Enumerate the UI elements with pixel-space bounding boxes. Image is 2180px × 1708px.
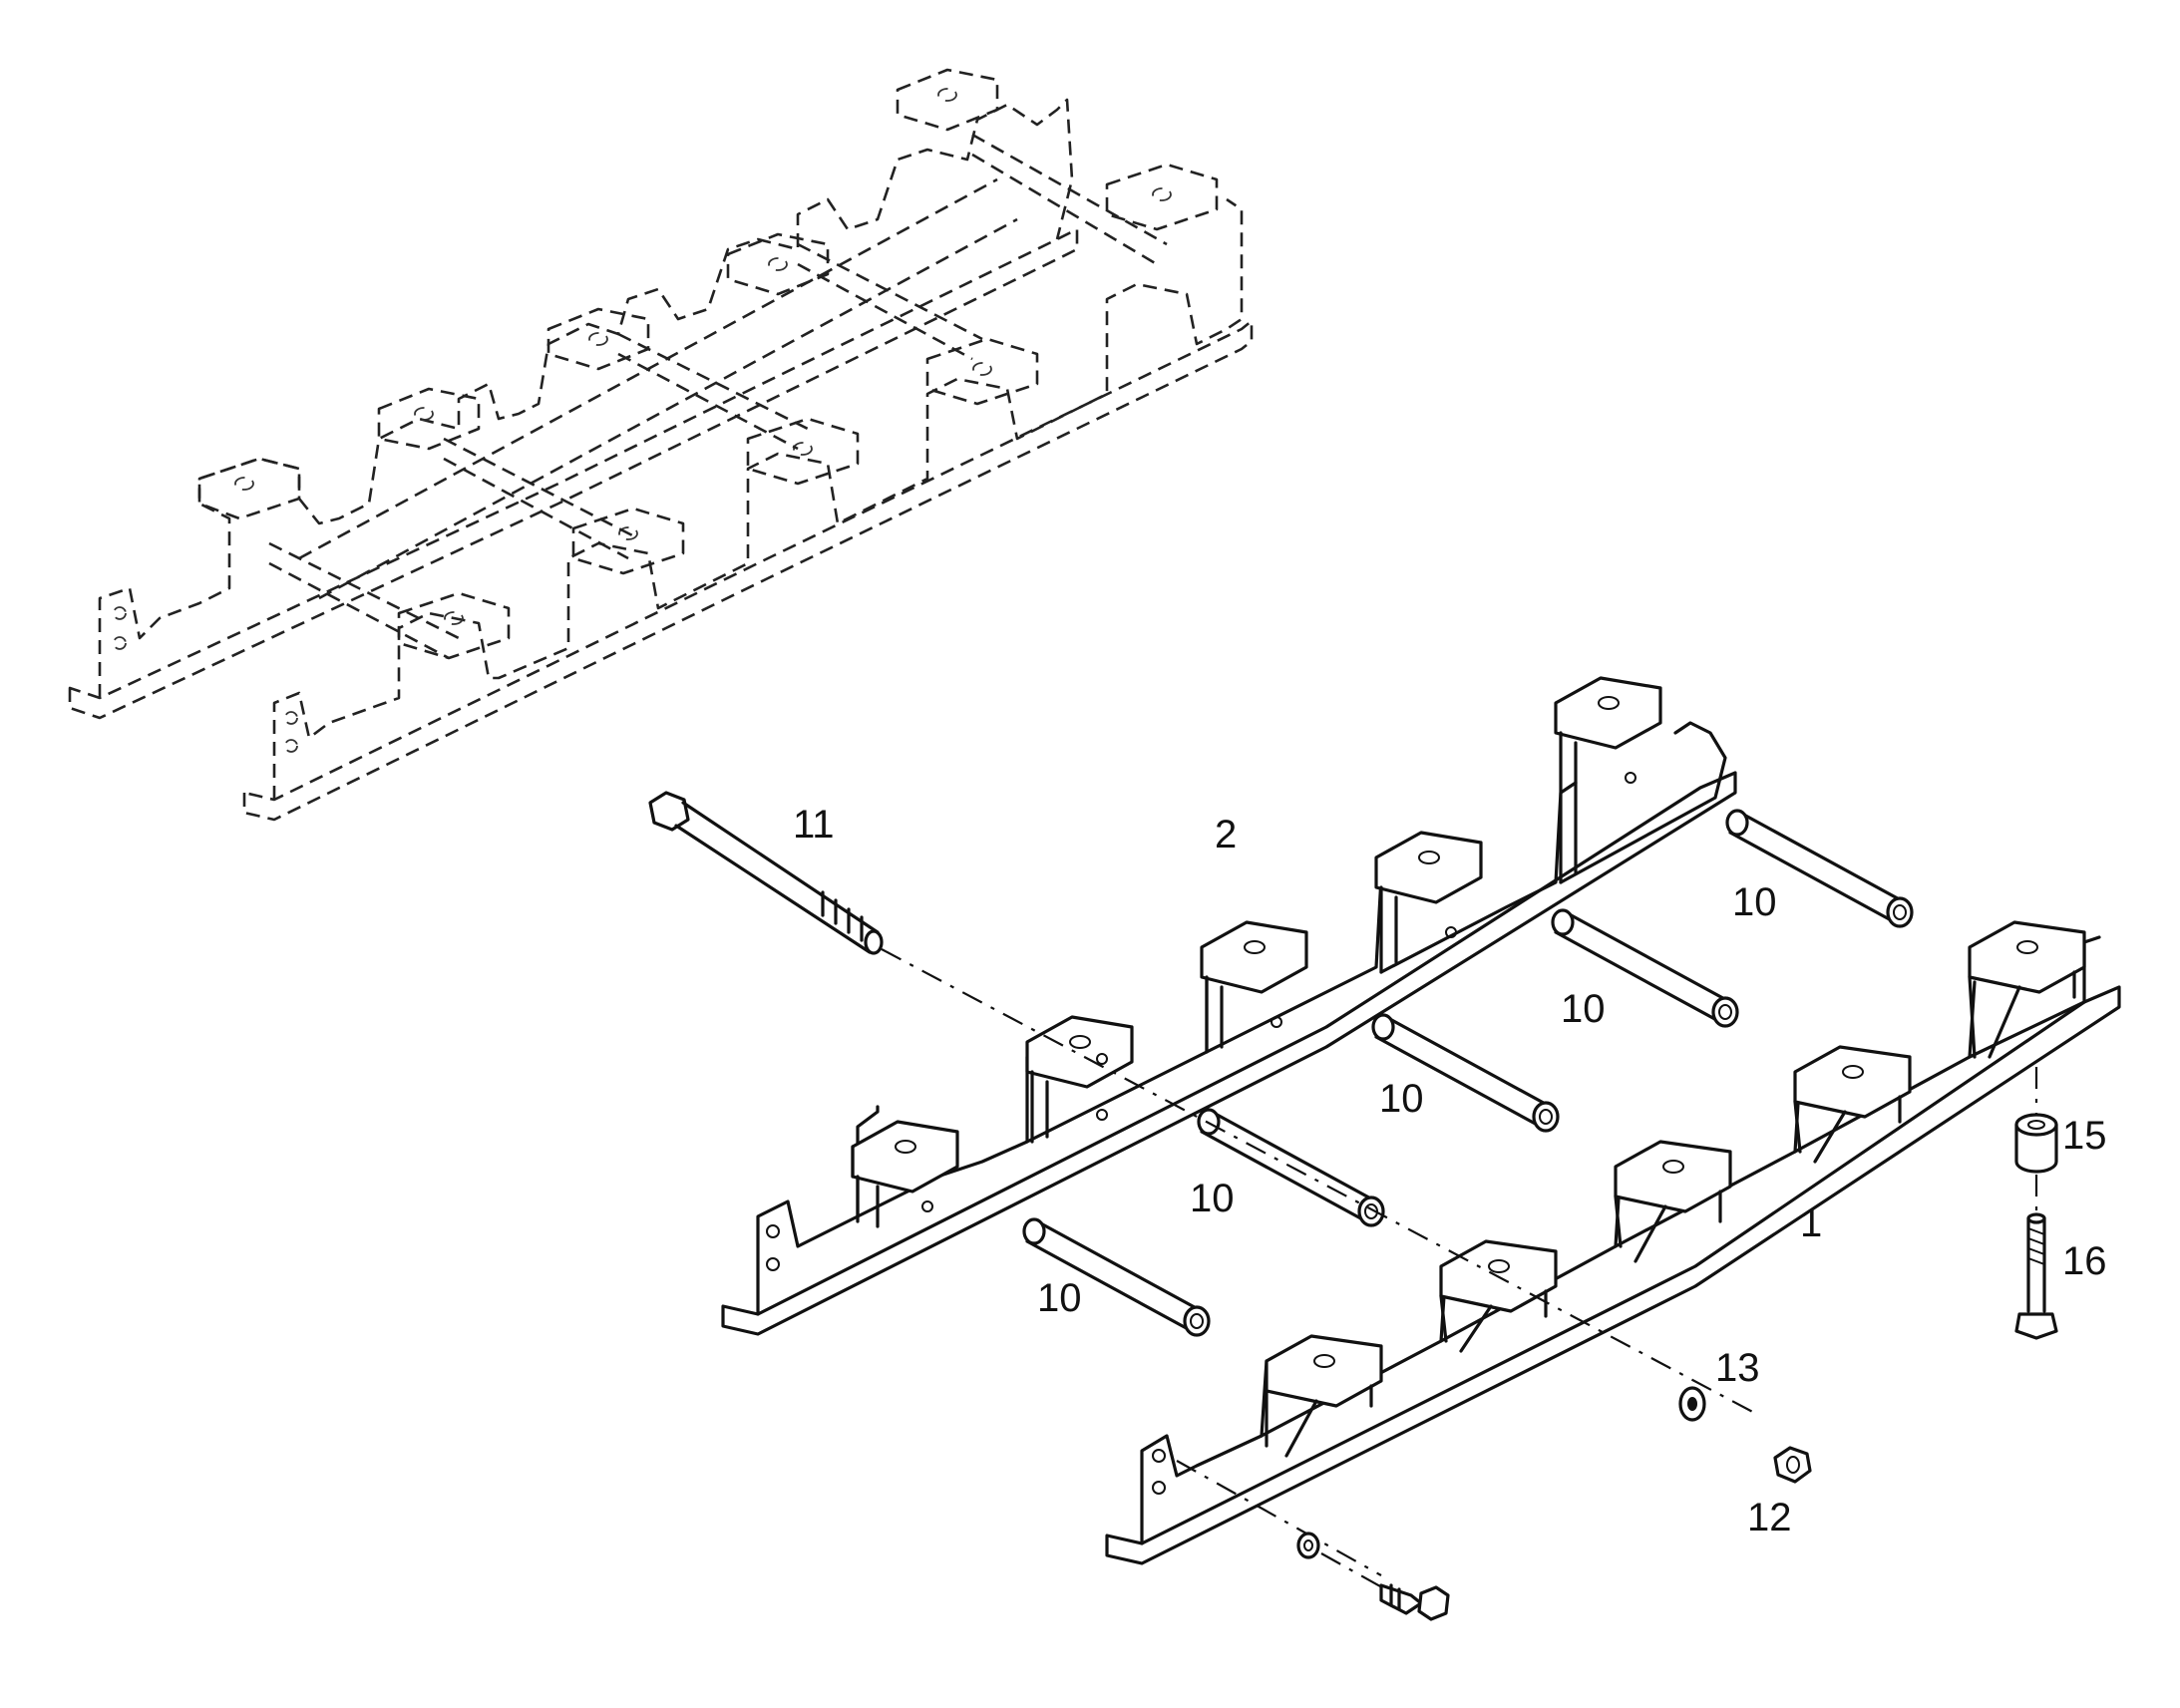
rail-part-2 — [721, 676, 1737, 1336]
spacer-tubes-part-10 — [1022, 809, 1914, 1337]
callout-10c: 10 — [1379, 1077, 1424, 1121]
callout-11: 11 — [793, 803, 835, 847]
nut-part-12 — [1773, 1446, 1812, 1484]
phantom-rail-front — [242, 163, 1254, 822]
rail-part-1 — [1105, 920, 2121, 1565]
callout-2: 2 — [1215, 813, 1237, 856]
callout-13: 13 — [1715, 1346, 1760, 1390]
callout-10e: 10 — [1732, 880, 1777, 924]
small-bolt-assembly — [1176, 1460, 1450, 1621]
tube-1 — [1022, 1217, 1211, 1337]
phantom-tubes — [268, 133, 1168, 660]
callout-16: 16 — [2062, 1239, 2107, 1283]
phantom-rail-back — [68, 68, 1079, 720]
tube-3 — [1371, 1013, 1560, 1133]
callout-12: 12 — [1747, 1496, 1792, 1539]
callout-10a: 10 — [1037, 1276, 1082, 1320]
callout-10d: 10 — [1561, 987, 1606, 1031]
callout-15: 15 — [2062, 1114, 2107, 1158]
long-bolt-part-11 — [648, 791, 1761, 1417]
tube-5 — [1725, 809, 1914, 928]
callout-10b: 10 — [1190, 1177, 1235, 1220]
callout-labels: 11 2 10 10 10 10 10 15 1 16 13 12 — [793, 803, 2107, 1539]
rail-2-mount-pads — [851, 676, 1662, 1228]
washer-part-13 — [1678, 1386, 1706, 1422]
tube-2 — [1197, 1108, 1385, 1227]
callout-1: 1 — [1800, 1201, 1822, 1245]
tube-4 — [1551, 908, 1739, 1028]
bolt-part-16 — [2014, 1212, 2058, 1340]
spacer-part-15 — [2014, 1067, 2058, 1211]
phantom-assembly-view — [68, 68, 1254, 822]
